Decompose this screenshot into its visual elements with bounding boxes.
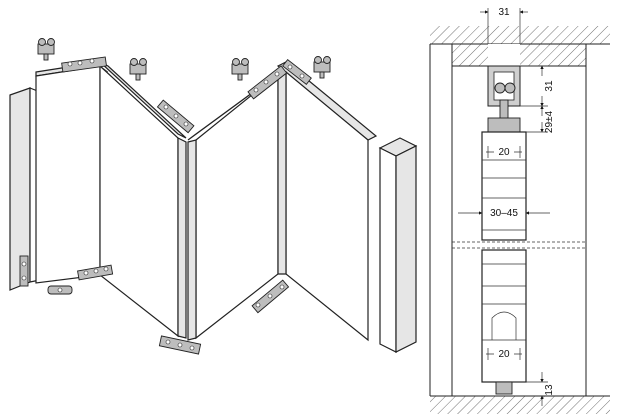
dim-label-bottom-clearance: 13: [544, 384, 555, 396]
dim-bottom-guide: 20: [486, 347, 522, 360]
dim-label-carrier-height: 29±4: [544, 110, 555, 133]
trolley-1: [37, 38, 55, 61]
bottom-hinge-2: [77, 264, 114, 281]
top-hinge-3: [247, 65, 288, 100]
panel-section: [481, 131, 527, 383]
dim-label-top-guide: 20: [498, 147, 510, 158]
bottom-hinge-4: [251, 279, 290, 314]
dim-label-track-width: 31: [498, 7, 510, 18]
dim-label-panel-thickness: 30–45: [490, 208, 518, 219]
bottom-hinge-1: [19, 255, 29, 287]
top-hinge-2: [156, 99, 195, 134]
dim-track-height: 31: [520, 65, 555, 107]
dim-top-guide: 20: [486, 145, 522, 158]
door-panel-4: [276, 61, 378, 342]
dim-label-track-height: 31: [544, 80, 555, 92]
floor-hatch: [430, 396, 610, 414]
trolley-2: [129, 58, 147, 81]
top-hinge-1: [61, 56, 107, 73]
carrier-plate: [487, 117, 521, 133]
trolley-3: [231, 58, 249, 81]
top-hinge-4: [282, 58, 312, 86]
break-line: [452, 241, 586, 249]
section-elevation: 31 31 29±4 20: [429, 7, 610, 414]
door-panel-2: [99, 61, 187, 339]
bottom-hinge-3: [158, 335, 202, 355]
bottom-pivot: [495, 381, 513, 395]
right-stile: [378, 137, 418, 353]
door-panel-1: [35, 61, 109, 284]
dim-track-width: 31: [480, 7, 528, 44]
bottom-pivot-left: [47, 285, 73, 295]
dim-panel-thickness: 30–45: [458, 206, 550, 219]
top-track: [487, 65, 521, 121]
dim-label-bottom-guide: 20: [498, 349, 510, 360]
dim-bottom-clearance: 13: [512, 372, 555, 406]
trolley-4: [313, 56, 331, 79]
isometric-folding-door: [9, 38, 418, 355]
dim-carrier-height: 29±4: [526, 105, 555, 133]
